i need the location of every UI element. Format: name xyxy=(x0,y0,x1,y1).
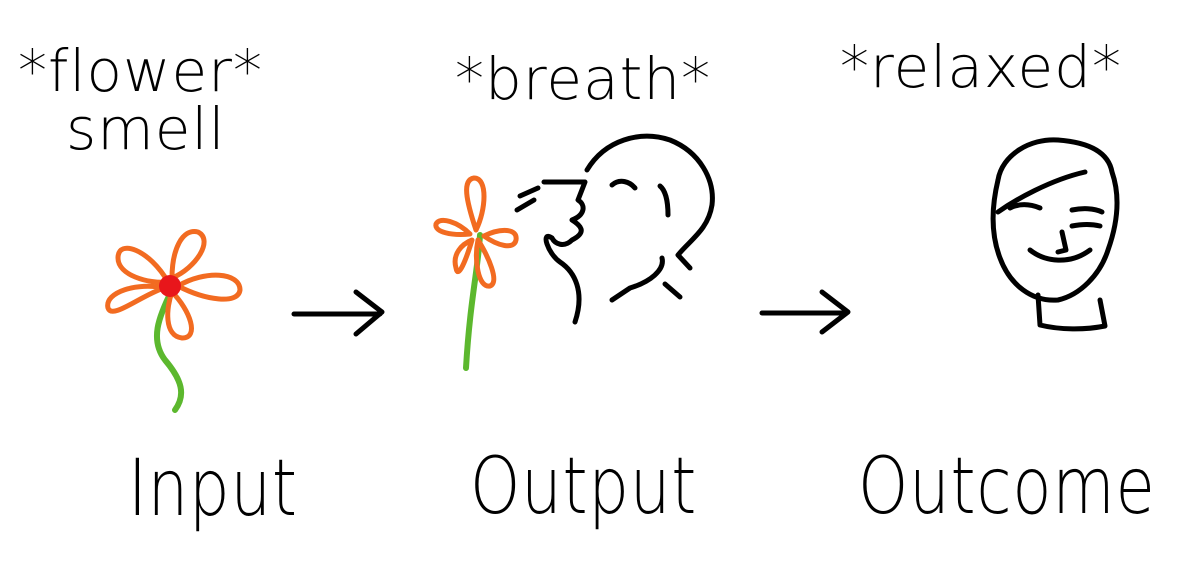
outcome-label: Outcome xyxy=(858,442,1156,532)
input-caption-line1: *flower* xyxy=(18,37,263,105)
arrow-right-icon-1 xyxy=(291,289,385,337)
breathing-person-icon xyxy=(514,133,715,325)
relaxed-face-icon xyxy=(990,137,1120,332)
output-flower-icon xyxy=(433,175,519,371)
arrow-right-icon-2 xyxy=(759,289,851,335)
output-caption: *breath* xyxy=(455,45,712,113)
input-flower-icon xyxy=(105,229,243,413)
outcome-caption: *relaxed* xyxy=(840,33,1122,101)
output-label: Output xyxy=(470,442,698,532)
input-caption-line2: smell xyxy=(66,95,226,163)
input-label: Input xyxy=(128,444,298,534)
